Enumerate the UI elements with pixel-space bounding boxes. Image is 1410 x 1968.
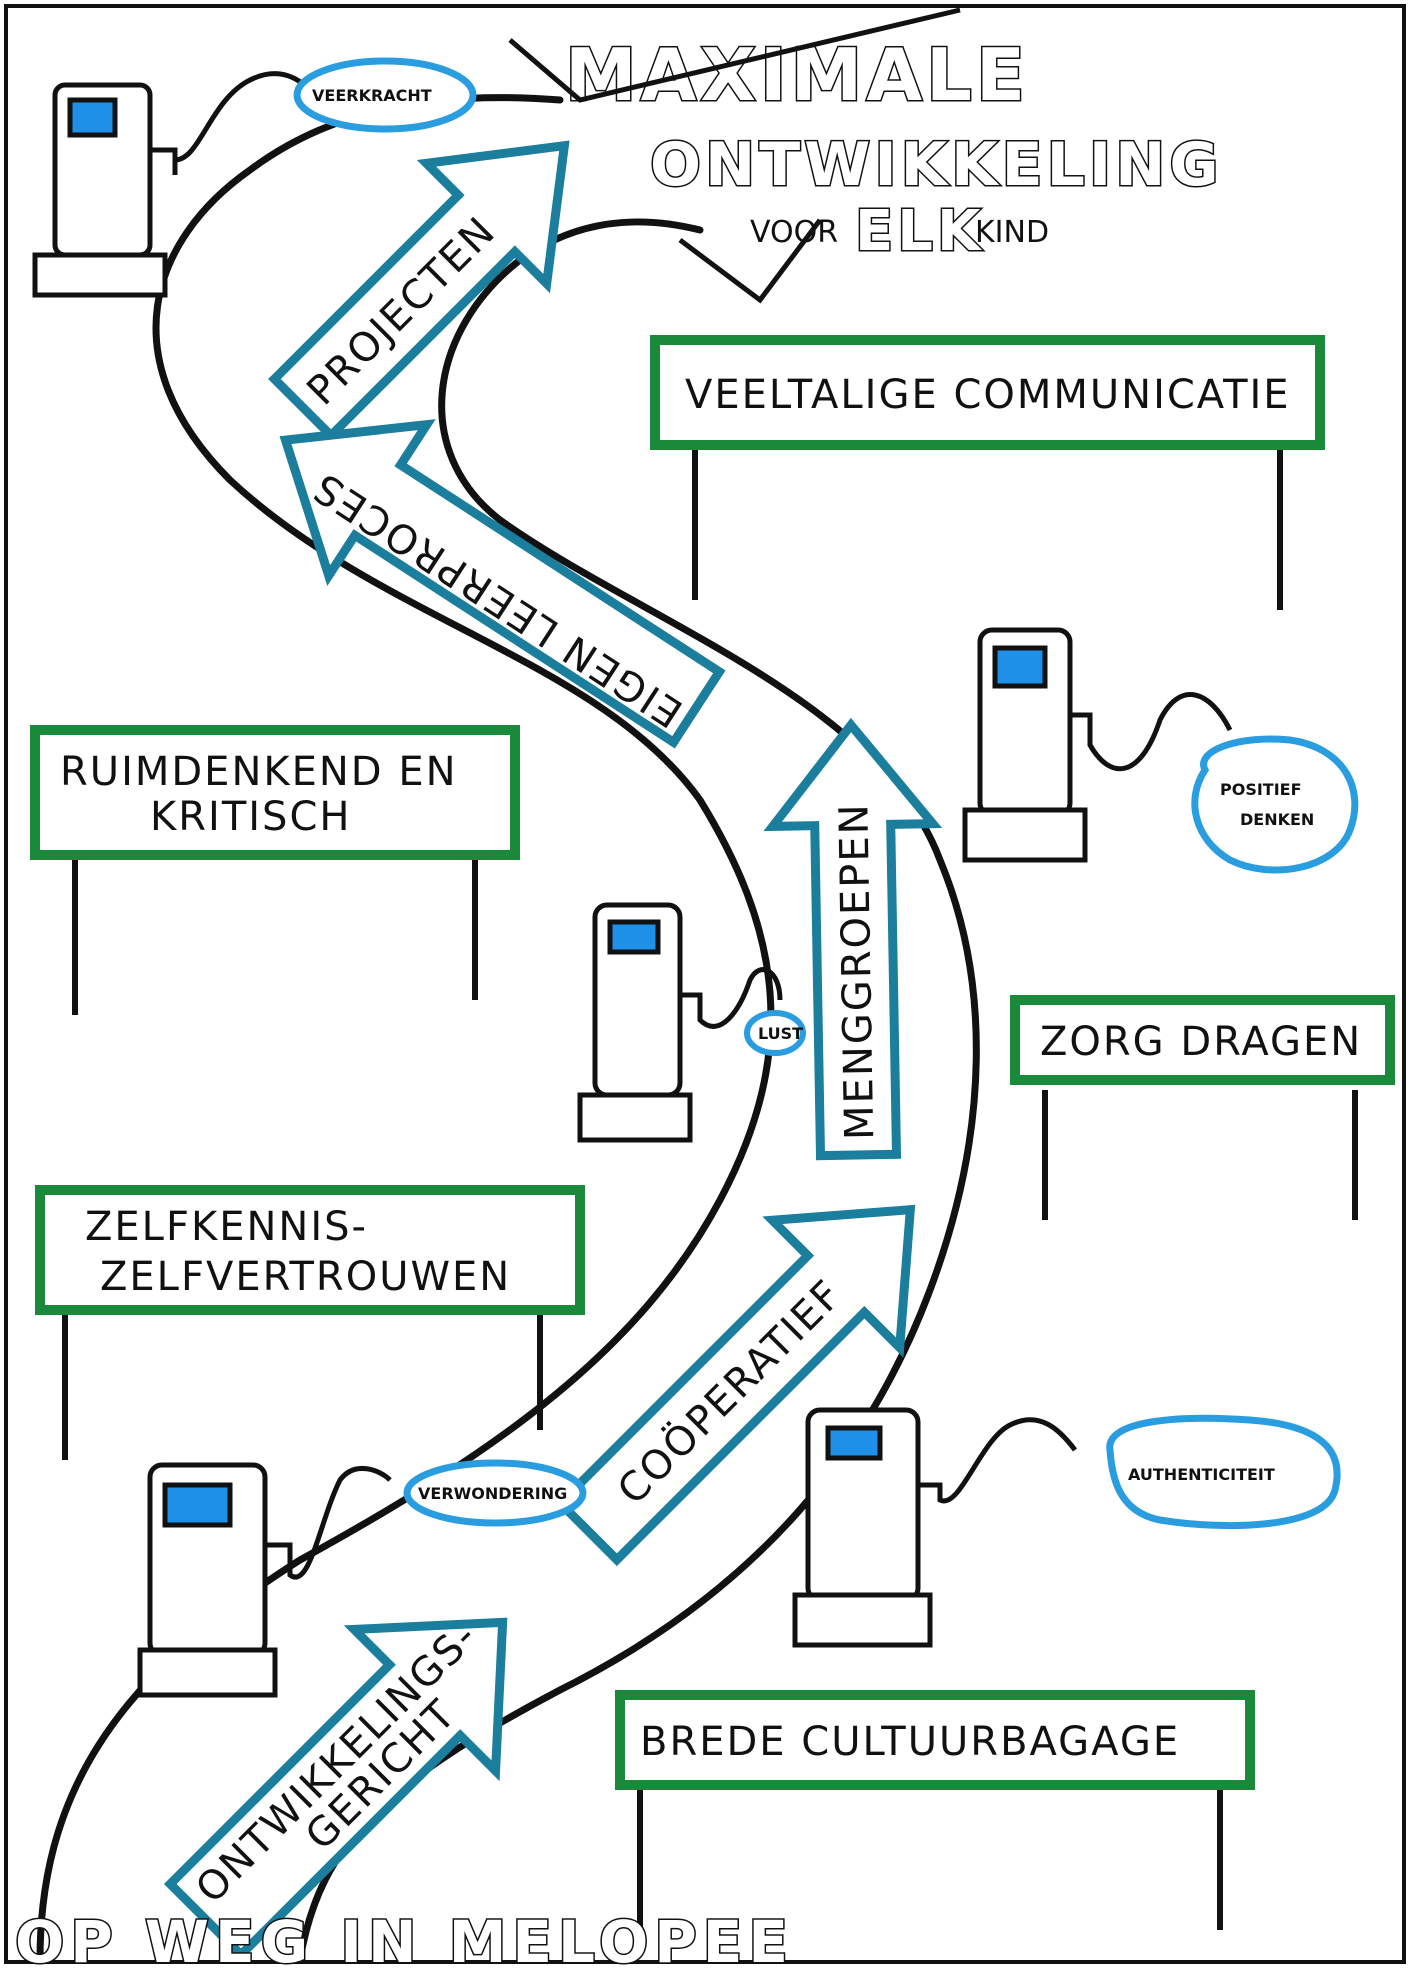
pump-screen [825,1425,883,1461]
sign-board [615,1690,1255,1790]
sign-ruimdenkend: RUIMDENKEND EN KRITISCH [30,725,520,1015]
sign-zorg-text: ZORG DRAGEN [1040,1019,1362,1065]
footer-title: OP WEG IN MELOPEE [15,1908,794,1968]
bubble-authenticiteit-label: AUTHENTICITEIT [1128,1465,1275,1484]
bubble-positief: POSITIEF DENKEN [1191,735,1359,874]
arrow-menggroepen: MENGGROEPEN [763,717,943,1161]
title-elk: ELK [855,199,984,264]
fuel-pump-4 [137,1462,392,1698]
sign-board [1010,995,1395,1085]
bubble-verwondering-label: VERWONDERING [418,1484,567,1503]
bubble-veerkracht: VEERKRACHT [293,57,477,133]
title-line2: ONTWIKKELING [650,130,1223,200]
title-bracket-bottom [678,218,822,304]
sign-board [650,335,1325,450]
bubble-veerkracht-label: VEERKRACHT [312,86,432,105]
pump-screen [162,1482,233,1528]
sign-veeltalige: VEELTALIGE COMMUNICATIE [650,335,1325,610]
bubble-verwondering: VERWONDERING [403,1459,587,1527]
title-kind: KIND [975,215,1049,250]
title-voor: VOOR [750,215,838,250]
sign-zelfkennis-line2: ZELFVERTROUWEN [100,1254,511,1300]
title-bracket-top [508,7,961,103]
sign-zelfkennis: ZELFKENNIS- ZELFVERTROUWEN [35,1185,585,1460]
sign-brede-text: BREDE CULTUURBAGAGE [640,1719,1180,1765]
bubble-lust-label: LUST [758,1024,803,1043]
fuel-pump-2 [962,627,1233,863]
sign-zorg: ZORG DRAGEN [1010,995,1395,1220]
bubble-lust: LUST [744,1010,806,1056]
page-frame [4,4,1406,1964]
fuel-pump-5 [792,1407,1077,1648]
bubble-positief-line2: DENKEN [1240,810,1314,829]
sign-board [35,1185,585,1315]
sign-ruimdenkend-line1: RUIMDENKEND EN [60,749,458,795]
fuel-pump-1 [32,71,312,298]
bubble-positief-line1: POSITIEF [1220,780,1302,799]
sign-ruimdenkend-line2: KRITISCH [150,794,351,840]
sign-brede: BREDE CULTUURBAGAGE [615,1690,1255,1930]
fuel-pump-3 [577,902,783,1143]
arrow-menggroepen-label: MENGGROEPEN [831,802,883,1140]
sign-veeltalige-text: VEELTALIGE COMMUNICATIE [685,372,1291,418]
pump-screen [67,97,118,138]
bubble-authenticiteit: AUTHENTICITEIT [1106,1414,1341,1530]
sign-board [30,725,520,860]
sign-zelfkennis-line1: ZELFKENNIS- [85,1204,368,1250]
title-line1: MAXIMALE [565,33,1029,117]
winding-road [36,94,980,1964]
pump-screen [607,919,661,955]
main-title: MAXIMALE ONTWIKKELING VOOR ELK KIND [508,7,1223,304]
pump-screen [992,645,1048,689]
